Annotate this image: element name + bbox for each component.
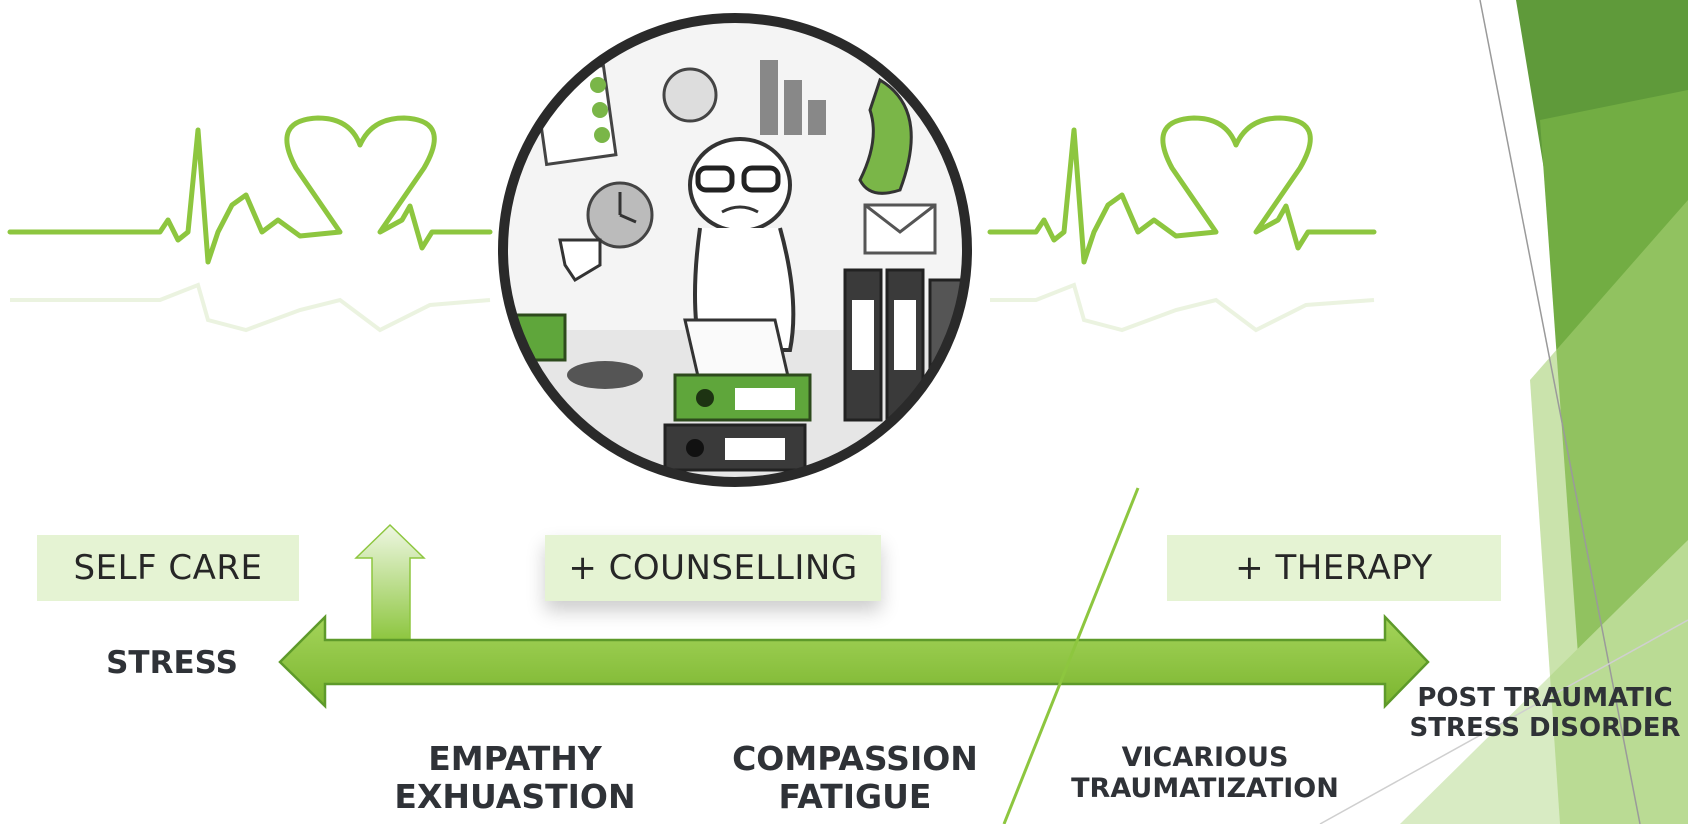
ptsd-label: POST TRAUMATIC STRESS DISORDER xyxy=(1409,683,1681,743)
self-care-box: SELF CARE xyxy=(37,535,299,601)
counselling-box: + COUNSELLING xyxy=(545,535,881,601)
therapy-label: + THERAPY xyxy=(1235,548,1433,588)
therapy-box: + THERAPY xyxy=(1167,535,1501,601)
vicarious-traumatization-label: VICARIOUS TRAUMATIZATION xyxy=(1071,742,1339,805)
up-arrow xyxy=(354,523,426,641)
heartbeat-reflection xyxy=(10,282,1375,333)
stress-label: STRESS xyxy=(106,645,238,681)
double-headed-arrow xyxy=(278,613,1430,710)
counselling-label: + COUNSELLING xyxy=(568,548,858,588)
empathy-exhaustion-label: EMPATHY EXHUASTION xyxy=(394,739,636,816)
divider-line xyxy=(1002,487,1140,824)
compassion-fatigue-label: COMPASSION FATIGUE xyxy=(732,739,978,816)
self-care-label: SELF CARE xyxy=(73,548,263,588)
heartbeat-heart-line-icon xyxy=(7,115,1377,265)
